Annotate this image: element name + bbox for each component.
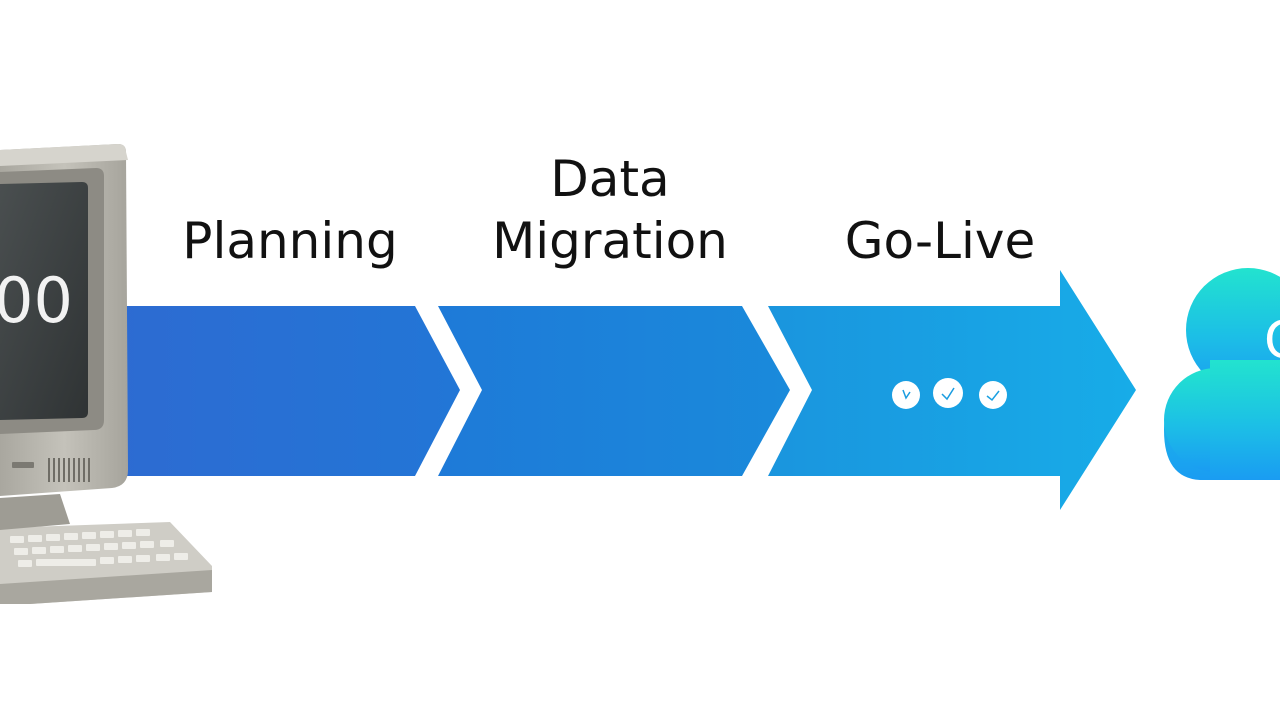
progress-dot-icon	[979, 381, 1007, 409]
stage-label-data-migration-line1: Data	[550, 150, 670, 208]
cloud-icon: C	[1164, 268, 1280, 480]
stage-label-planning: Planning	[182, 212, 398, 270]
stage-label-go-live: Go-Live	[844, 212, 1036, 270]
cloud-symbol: C	[1264, 311, 1280, 371]
monitor-screen-text: 00	[0, 264, 73, 337]
keyboard	[0, 522, 212, 604]
progress-dot-icon	[892, 381, 920, 409]
arrow-segment-migration	[438, 306, 790, 476]
stage-label-data-migration-line2: Migration	[492, 212, 728, 270]
progress-dot-icon	[933, 378, 963, 408]
legacy-computer-icon: 00	[0, 144, 212, 604]
monitor-screen	[0, 182, 88, 420]
stage-label-data-migration: Data Migration	[450, 148, 770, 272]
progress-dots	[892, 378, 1007, 409]
arrow-segment-planning	[120, 306, 460, 476]
